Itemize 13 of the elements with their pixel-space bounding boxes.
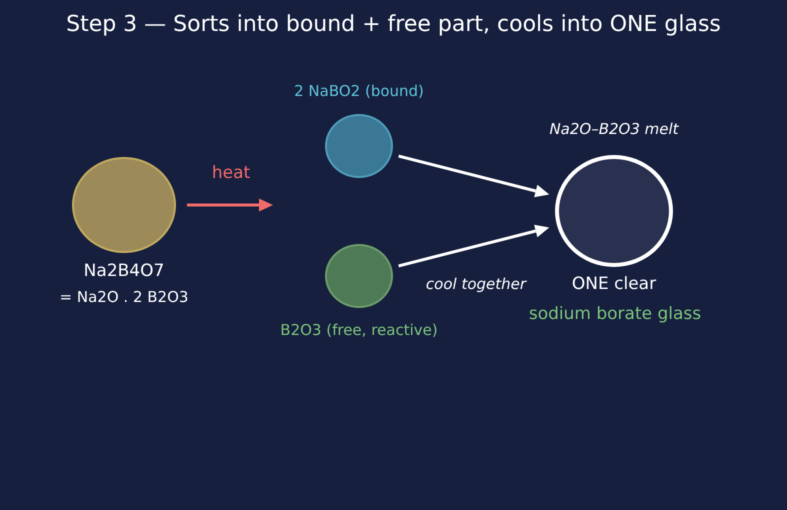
compound-label: 2 NaBO2 (bound) — [294, 82, 424, 100]
edge-label: cool together — [426, 275, 526, 293]
formula-label: Na2B4O7 — [84, 260, 164, 282]
arrow — [398, 154, 550, 198]
glass-label: ONE clear — [572, 274, 656, 294]
title: Step 3 — Sorts into bound + free part, cools into ONE glass — [66, 12, 721, 38]
arrow — [398, 224, 550, 268]
formula-equation: = Na2O . 2 B2O3 — [60, 288, 188, 306]
edge-label: heat — [212, 162, 250, 184]
arrow — [187, 198, 273, 212]
glass-type-label: sodium borate glass — [528, 304, 702, 324]
compound-label: B2O3 (free, reactive) — [280, 321, 438, 339]
melt-label: Na2O–B2O3 melt — [549, 120, 679, 138]
